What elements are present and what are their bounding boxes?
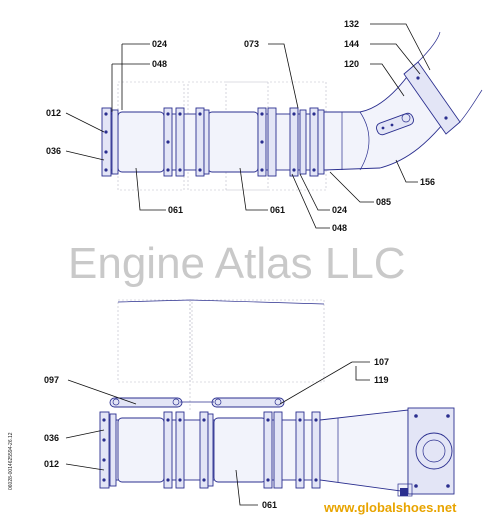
callout-156: 156: [420, 177, 435, 187]
callout-119: 119: [374, 375, 389, 385]
top-assembly: [101, 31, 483, 191]
top-labels: 024 048 073 132 144 120 012 036 061 061 …: [46, 19, 435, 233]
callout-024-bottom-row: 024: [332, 205, 347, 215]
callout-085: 085: [376, 197, 391, 207]
callout-107: 107: [374, 357, 389, 367]
callout-048-bottom-row: 048: [332, 223, 347, 233]
callout-036-top: 036: [46, 146, 61, 156]
flange-012-bottom: [99, 411, 110, 489]
callout-120: 120: [344, 59, 359, 69]
bottom-leaders: [65, 361, 370, 506]
top-leaders: [65, 23, 431, 229]
drawing-code: 06028-0014625594-26.12: [8, 432, 14, 490]
bolts-bottom: [102, 418, 318, 482]
flange-012: [101, 107, 112, 177]
transition-cone: [319, 409, 409, 493]
watermark: Engine Atlas LLC: [68, 239, 406, 288]
callout-012-bottom: 012: [44, 459, 59, 469]
callout-036-bottom: 036: [44, 433, 59, 443]
callout-061-top-left: 061: [168, 205, 183, 215]
bottom-labels: 107 119 097 036 012 061: [44, 357, 389, 510]
bottom-assembly: [99, 299, 455, 497]
callout-061-bottom: 061: [262, 500, 277, 510]
callout-144: 144: [344, 39, 359, 49]
website-link[interactable]: www.globalshoes.net: [323, 500, 457, 515]
bolts-top: [104, 112, 316, 172]
support-rods-097: [109, 397, 285, 408]
callout-048-top: 048: [152, 59, 167, 69]
callout-073: 073: [244, 39, 259, 49]
callout-012-top: 012: [46, 108, 61, 118]
sensor-port-085: [376, 112, 414, 136]
callout-061-top-right: 061: [270, 205, 285, 215]
callout-097: 097: [44, 375, 59, 385]
callout-024-top: 024: [152, 39, 167, 49]
callout-132: 132: [344, 19, 359, 29]
